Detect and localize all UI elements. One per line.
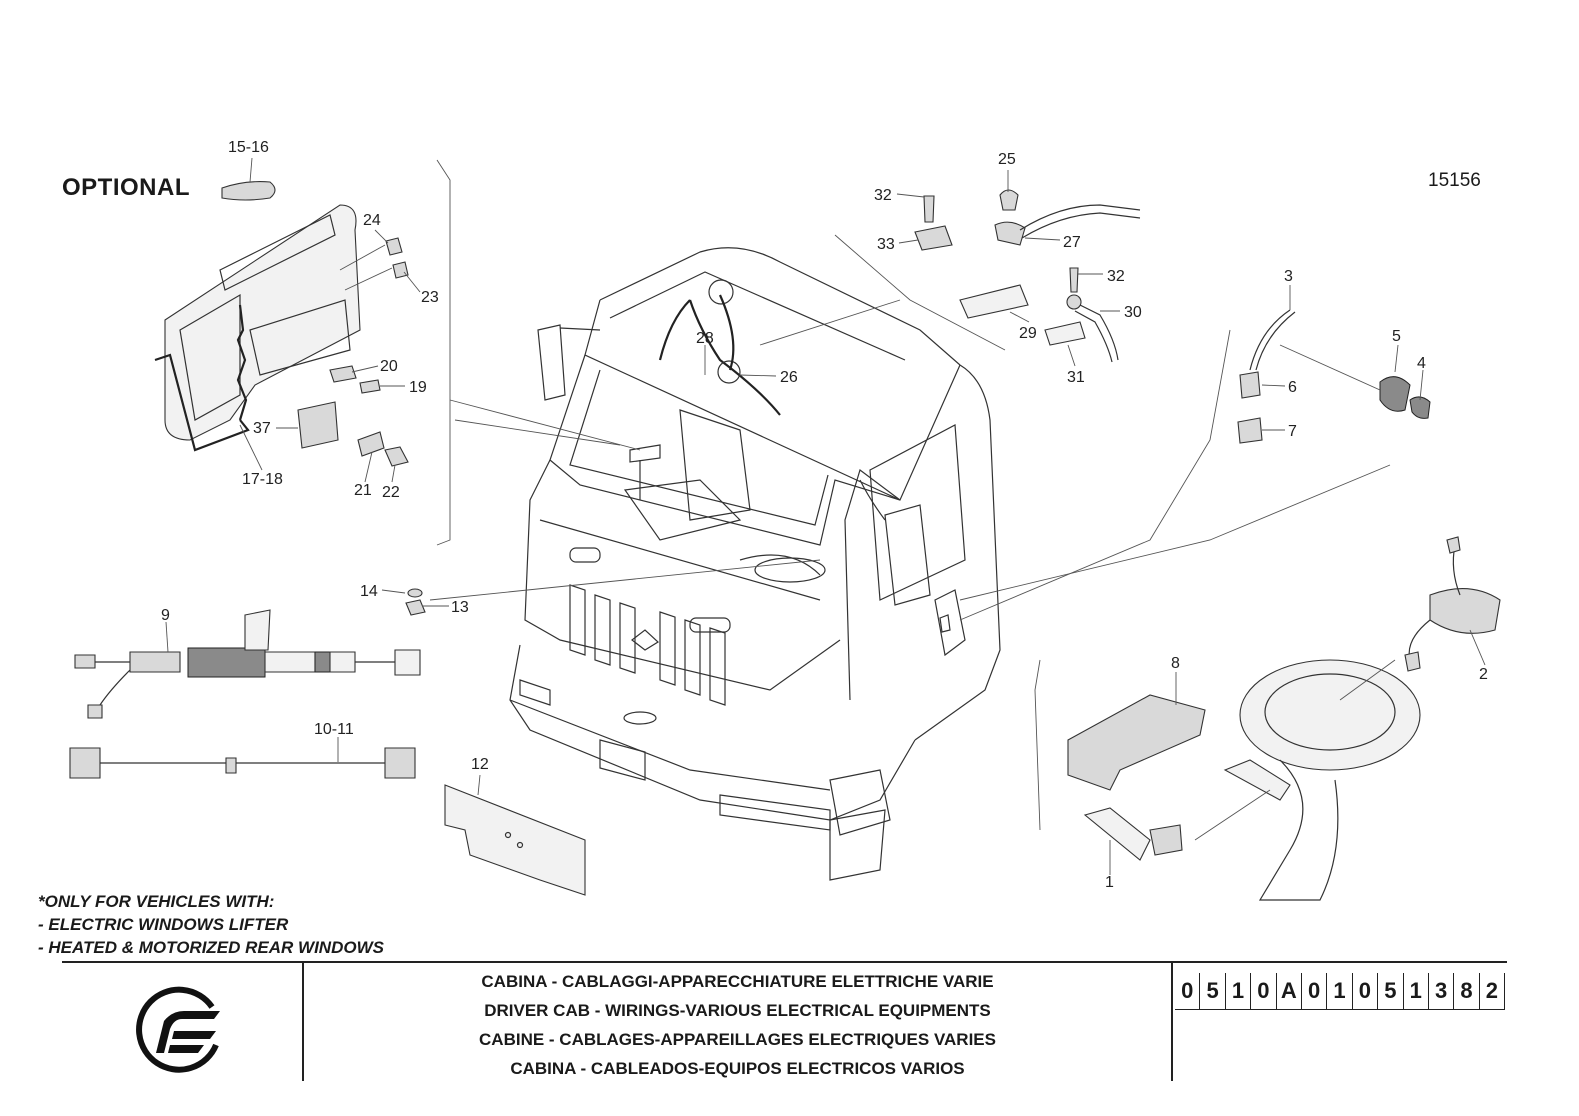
title-block: CABINA - CABLAGGI-APPARECCHIATURE ELETTR… [62, 961, 1507, 1081]
callout-37: 37 [253, 420, 271, 437]
callout-19: 19 [409, 379, 427, 396]
callout-14: 14 [360, 583, 378, 600]
callout-leaders [165, 157, 1486, 875]
callout-32-mid: 32 [1107, 268, 1125, 285]
callout-4: 4 [1417, 355, 1426, 372]
note-line-2: - ELECTRIC WINDOWS LIFTER [38, 915, 289, 934]
code-char: 1 [1226, 973, 1252, 1009]
callout-22: 22 [382, 484, 400, 501]
callout-31: 31 [1067, 369, 1085, 386]
title-divider-left [302, 963, 304, 1081]
callout-6: 6 [1288, 379, 1297, 396]
callout-2: 2 [1479, 666, 1488, 683]
door-panel-drawing [154, 181, 409, 467]
callout-7: 7 [1288, 423, 1297, 440]
callout-29: 29 [1019, 325, 1037, 342]
code-char: 1 [1404, 973, 1429, 1009]
callout-12: 12 [471, 756, 489, 773]
callout-3: 3 [1284, 268, 1293, 285]
code-char: 8 [1454, 973, 1480, 1009]
manufacturer-logo-icon [134, 985, 226, 1082]
title-text: CABINA - CABLAGGI-APPARECCHIATURE ELETTR… [304, 967, 1171, 1083]
part-code: 0 5 1 0 A 0 1 0 5 1 3 8 2 [1175, 973, 1506, 1010]
title-spanish: CABINA - CABLEADOS-EQUIPOS ELECTRICOS VA… [510, 1059, 965, 1078]
code-char: 3 [1429, 973, 1455, 1009]
callout-15-16: 15-16 [228, 139, 269, 156]
grille [569, 547, 731, 706]
code-char: 2 [1480, 973, 1506, 1009]
callout-17-18: 17-18 [242, 471, 283, 488]
callout-8: 8 [1171, 655, 1180, 672]
callout-24: 24 [363, 212, 381, 229]
code-char: 0 [1251, 973, 1277, 1009]
callout-labels: 1 2 3 4 5 6 7 8 9 10-11 12 13 14 15-16 1… [161, 139, 1488, 891]
callout-32-top: 32 [874, 187, 892, 204]
title-french: CABINE - CABLAGES-APPAREILLAGES ELECTRIQ… [479, 1030, 996, 1049]
harness-drawing [69, 399, 821, 896]
code-char: A [1277, 973, 1302, 1009]
callout-20: 20 [380, 358, 398, 375]
roof-parts-drawing [834, 189, 1141, 363]
callout-21: 21 [354, 482, 372, 499]
callout-27: 27 [1063, 234, 1081, 251]
callout-5: 5 [1392, 328, 1401, 345]
callout-25: 25 [998, 151, 1016, 168]
title-italian: CABINA - CABLAGGI-APPARECCHIATURE ELETTR… [481, 972, 994, 991]
truck-cab-drawing [509, 247, 1001, 881]
code-char: 5 [1378, 973, 1404, 1009]
code-char: 5 [1200, 973, 1226, 1009]
callout-33: 33 [877, 236, 895, 253]
callout-28: 28 [696, 330, 714, 347]
callout-26: 26 [780, 369, 798, 386]
callout-10-11: 10-11 [314, 721, 354, 738]
drawing-number: 15156 [1428, 170, 1481, 191]
title-english: DRIVER CAB - WIRINGS-VARIOUS ELECTRICAL … [484, 1001, 991, 1020]
right-parts-drawing [959, 309, 1501, 901]
note-line-1: *ONLY FOR VEHICLES WITH: [38, 892, 275, 911]
section-dividers [436, 159, 451, 546]
optional-heading: OPTIONAL [62, 174, 190, 201]
code-char: 1 [1327, 973, 1353, 1009]
code-char: 0 [1175, 973, 1201, 1009]
callout-30: 30 [1124, 304, 1142, 321]
code-char: 0 [1302, 973, 1328, 1009]
callout-9: 9 [161, 607, 170, 624]
code-char: 0 [1353, 973, 1379, 1009]
callout-23: 23 [421, 289, 439, 306]
title-divider-right [1171, 963, 1173, 1081]
vehicle-note: *ONLY FOR VEHICLES WITH: - ELECTRIC WIND… [38, 890, 384, 959]
note-line-3: - HEATED & MOTORIZED REAR WINDOWS [38, 938, 384, 957]
callout-1: 1 [1105, 874, 1114, 891]
callout-13: 13 [451, 599, 469, 616]
